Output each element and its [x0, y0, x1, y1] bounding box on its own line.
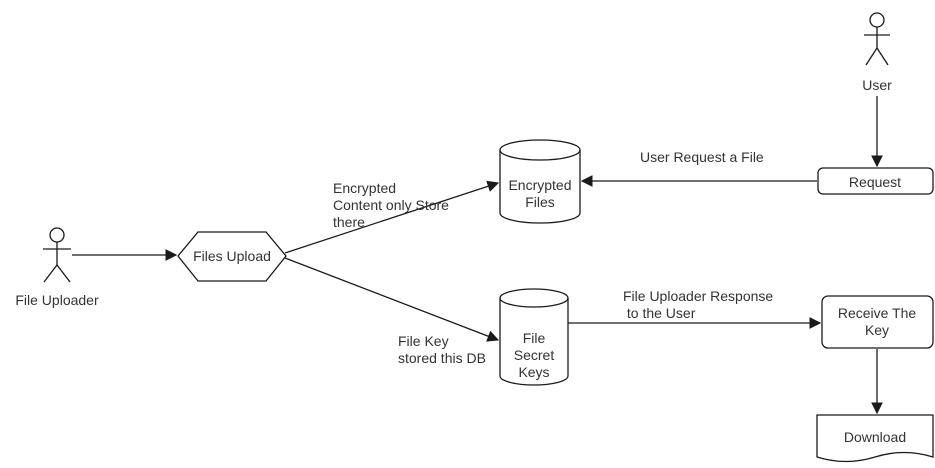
file-key-label-line1: File Key [398, 333, 449, 349]
files-upload-label: Files Upload [193, 248, 271, 264]
encrypted-files-label-line1: Encrypted [508, 177, 571, 193]
encrypted-files-label-line2: Files [525, 194, 555, 210]
request-node [817, 167, 934, 195]
encrypted-content-label-line2: Content only Store [333, 197, 449, 213]
user-label: User [862, 77, 892, 93]
user-actor [864, 12, 890, 66]
file-uploader-actor [43, 227, 71, 283]
file-uploader-label: File Uploader [15, 292, 99, 308]
uploader-response-label-line1: File Uploader Response [623, 288, 773, 304]
receive-key-node [821, 295, 934, 349]
files-upload-node [177, 231, 287, 282]
encrypted-content-label-line1: Encrypted [333, 180, 396, 196]
secret-keys-db [499, 288, 569, 386]
uploader-response-label-line2: to the User [623, 305, 696, 321]
download-label: Download [844, 429, 906, 445]
encrypted-content-label-line3: there [333, 214, 365, 230]
secret-keys-label-line2: Secret [514, 347, 555, 363]
encrypted-files-db [499, 139, 581, 224]
upload-to-keys-arrow [284, 257, 500, 342]
upload-to-encrypted-arrow [284, 180, 500, 254]
receive-key-label-line1: Receive The [838, 305, 917, 321]
user-request-label: User Request a File [640, 149, 764, 165]
request-label: Request [849, 174, 901, 190]
file-key-label-line2: stored this DB [398, 350, 486, 366]
download-node [816, 414, 934, 463]
receive-key-label-line2: Key [865, 322, 889, 338]
secret-keys-label-line3: Keys [518, 364, 549, 380]
secret-keys-label-line1: File [523, 330, 546, 346]
